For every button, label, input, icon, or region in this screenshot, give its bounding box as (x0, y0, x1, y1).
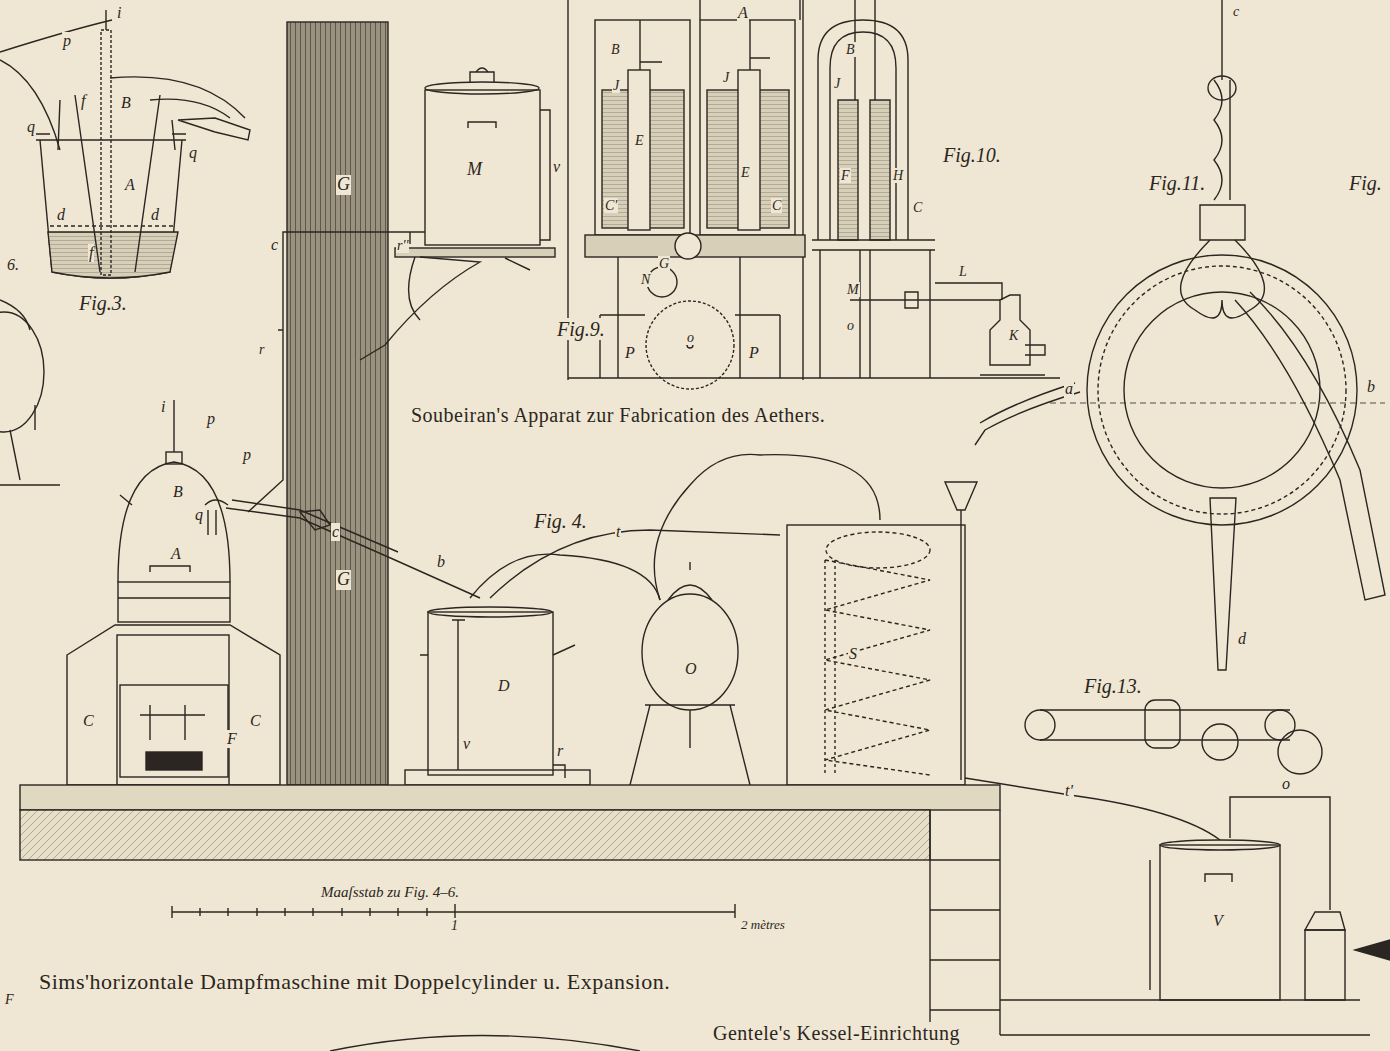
figure-caption: Fig.3. (78, 292, 128, 314)
part-letter: c (331, 523, 340, 541)
part-letter: F (840, 168, 851, 183)
part-letter: G (336, 175, 351, 195)
figure-caption: Gentele's Kessel-Einrichtung (712, 1022, 961, 1044)
part-letter: C (249, 712, 262, 730)
part-letter: q (26, 118, 36, 136)
part-letter: B (610, 42, 621, 57)
part-letter: E (740, 165, 751, 180)
part-letter: 1 (450, 918, 459, 933)
part-letter: o (686, 330, 695, 345)
part-letter: C (771, 198, 782, 213)
part-letter: o (1281, 775, 1291, 793)
part-letter: G (336, 570, 351, 590)
part-letter: d (150, 206, 160, 224)
part-letter: i (160, 398, 166, 416)
part-letter: Maaſsstab zu Fig. 4–6. (320, 884, 460, 901)
part-letter: c (1232, 4, 1240, 19)
part-letter: M (846, 282, 860, 297)
part-letter: E (634, 133, 645, 148)
part-letter: d (56, 206, 66, 224)
part-letter: p (62, 32, 72, 50)
part-letter: K (1008, 328, 1019, 343)
part-letter: t (615, 523, 621, 541)
part-letter: J (833, 76, 841, 91)
figure-caption: Fig. (1348, 172, 1383, 194)
part-letter: D (497, 677, 511, 695)
part-letter: r'' (396, 238, 409, 253)
figure-caption: Fig.9. (556, 318, 606, 340)
part-letter: C' (604, 198, 618, 213)
figure-caption: Soubeiran's Apparat zur Fabrication des … (410, 404, 826, 426)
figure-caption: Fig.13. (1083, 675, 1143, 697)
part-letter: p (242, 446, 252, 464)
part-letter: q (194, 506, 204, 524)
part-letter: i (116, 4, 122, 22)
part-letter: c (270, 236, 279, 254)
part-letter: C (912, 200, 923, 215)
part-letter: d (1237, 630, 1247, 648)
part-letter: L (958, 264, 968, 279)
part-letter: J (612, 78, 620, 93)
figure-caption: Fig.11. (1148, 172, 1206, 194)
part-letter: H (892, 168, 904, 183)
part-letter: v (462, 735, 471, 753)
part-letter: M (466, 160, 483, 180)
figure-caption: Fig. 4. (533, 510, 588, 532)
part-letter: S (848, 645, 858, 663)
part-letter: b (436, 553, 446, 571)
part-letter: t' (1064, 782, 1074, 800)
part-letter: v (552, 158, 561, 176)
part-letter: V (1212, 912, 1224, 930)
figure-caption: Fig.10. (942, 144, 1002, 166)
part-letter: P (624, 344, 636, 362)
part-letter: A (170, 545, 182, 563)
part-letter: b (1366, 378, 1376, 396)
figure-caption: Sims'horizontale Dampfmaschine mit Doppe… (38, 970, 671, 994)
part-letter: F (226, 730, 238, 748)
part-letter: B (120, 94, 132, 112)
part-letter: r (258, 342, 265, 357)
part-letter: B (845, 42, 856, 57)
part-letter: q (188, 144, 198, 162)
part-letter: p (206, 410, 216, 428)
part-letter: C (82, 712, 95, 730)
part-letter: 2 mètres (740, 918, 786, 932)
part-letter: O (684, 660, 698, 678)
part-letter: a (1064, 380, 1074, 398)
part-letter: P (748, 344, 760, 362)
part-letter: B (172, 483, 184, 501)
part-letter: A (737, 4, 749, 22)
part-letter: A (124, 176, 136, 194)
part-letter: o (846, 318, 855, 333)
part-letter: f (88, 244, 94, 262)
part-letter: N (640, 272, 651, 287)
part-letter: G (658, 256, 670, 271)
part-letter: r (556, 742, 564, 760)
part-letter: J (722, 70, 730, 85)
part-letter: F (4, 992, 15, 1007)
part-letter: f (80, 92, 86, 110)
part-letter: 6. (6, 256, 20, 274)
